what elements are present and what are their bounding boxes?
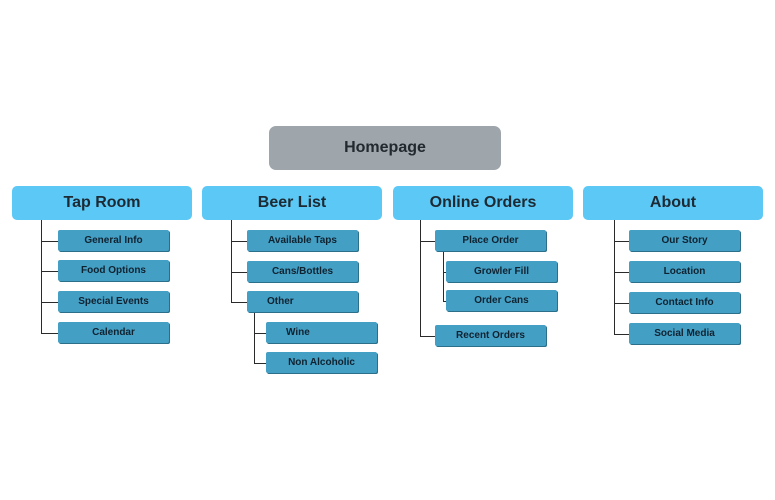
connector-stub bbox=[614, 241, 629, 242]
connector-stub bbox=[41, 271, 58, 272]
homepage-node: Homepage bbox=[269, 126, 501, 170]
calendar-node: Calendar bbox=[58, 322, 169, 343]
special-events-node: Special Events bbox=[58, 291, 169, 312]
connector-stub bbox=[614, 334, 629, 335]
other-node: Other bbox=[247, 291, 358, 312]
order-cans-node: Order Cans bbox=[446, 290, 557, 311]
beer-list-node: Beer List bbox=[202, 186, 382, 220]
food-options-node: Food Options bbox=[58, 260, 169, 281]
tap-room-connector bbox=[41, 220, 42, 334]
growler-fill-node: Growler Fill bbox=[446, 261, 557, 282]
connector-stub bbox=[41, 333, 58, 334]
cans-bottles-node: Cans/Bottles bbox=[247, 261, 358, 282]
connector-stub bbox=[231, 272, 247, 273]
connector-stub bbox=[420, 336, 435, 337]
connector-stub bbox=[443, 272, 446, 273]
non-alcoholic-node: Non Alcoholic bbox=[266, 352, 377, 373]
other-connector bbox=[254, 313, 255, 363]
connector-stub bbox=[231, 302, 247, 303]
our-story-node: Our Story bbox=[629, 230, 740, 251]
wine-node: Wine bbox=[266, 322, 377, 343]
connector-stub bbox=[614, 272, 629, 273]
place-order-node: Place Order bbox=[435, 230, 546, 251]
location-node: Location bbox=[629, 261, 740, 282]
connector-stub bbox=[614, 303, 629, 304]
connector-stub bbox=[254, 333, 266, 334]
about-connector bbox=[614, 220, 615, 334]
connector-stub bbox=[41, 241, 58, 242]
social-media-node: Social Media bbox=[629, 323, 740, 344]
contact-info-node: Contact Info bbox=[629, 292, 740, 313]
connector-stub bbox=[41, 302, 58, 303]
tap-room-node: Tap Room bbox=[12, 186, 192, 220]
beer-list-connector bbox=[231, 220, 232, 302]
connector-stub bbox=[420, 241, 435, 242]
about-node: About bbox=[583, 186, 763, 220]
connector-stub bbox=[254, 363, 266, 364]
recent-orders-node: Recent Orders bbox=[435, 325, 546, 346]
general-info-node: General Info bbox=[58, 230, 169, 251]
place-order-connector bbox=[443, 252, 444, 301]
online-orders-node: Online Orders bbox=[393, 186, 573, 220]
connector-stub bbox=[443, 301, 446, 302]
connector-stub bbox=[231, 241, 247, 242]
available-taps-node: Available Taps bbox=[247, 230, 358, 251]
online-orders-connector bbox=[420, 220, 421, 336]
